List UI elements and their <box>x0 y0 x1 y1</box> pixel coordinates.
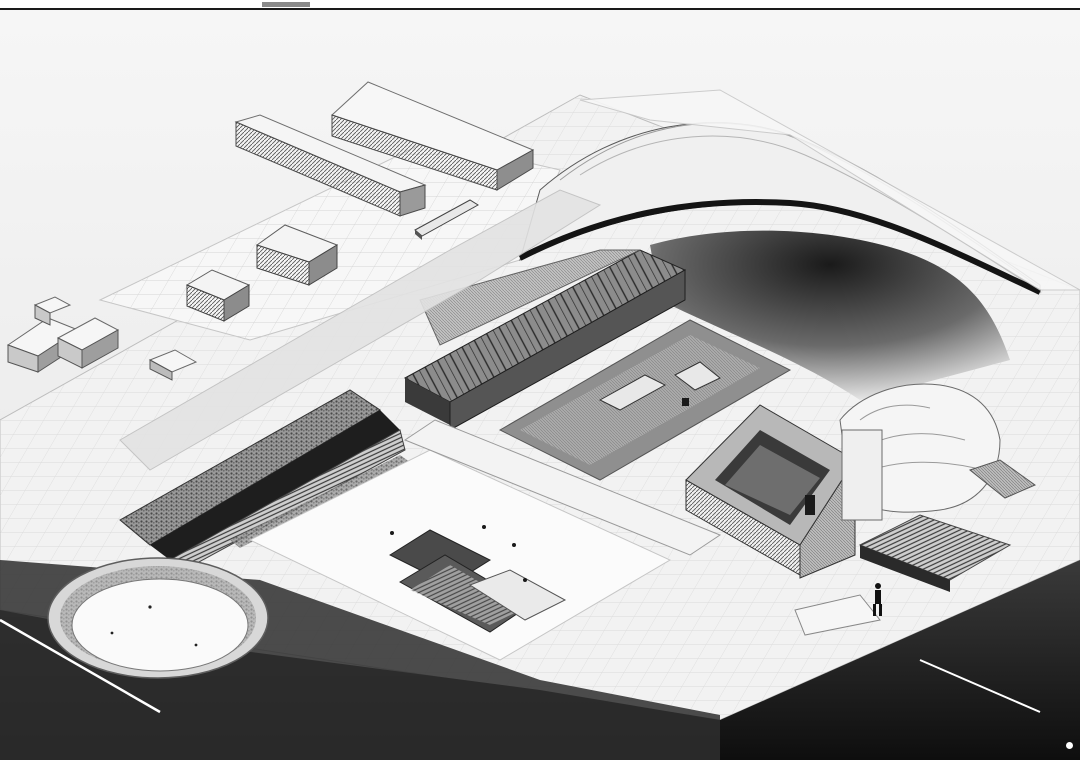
entrance-ramp <box>794 594 881 636</box>
access-road <box>119 189 602 471</box>
court-wall <box>403 419 722 556</box>
right-seating <box>858 459 1037 592</box>
human-figure <box>873 583 882 616</box>
covered-plaza-shadow <box>650 230 1010 400</box>
small-block-3 <box>33 296 72 326</box>
corner-dot <box>1066 742 1073 749</box>
cube-building-1 <box>255 224 339 286</box>
bar-building-2 <box>331 81 535 191</box>
organic-pavilion <box>839 383 1001 521</box>
small-block-4 <box>148 349 198 381</box>
top-border-line <box>0 8 1080 10</box>
curved-roof-canopy <box>518 89 1080 295</box>
top-edge-mark <box>262 2 310 7</box>
ribbed-hall <box>403 249 687 431</box>
edge-highlight-left <box>0 618 161 714</box>
edge-highlight-right <box>919 659 1041 713</box>
grandstand <box>119 389 410 576</box>
bar-building-1 <box>234 114 427 217</box>
amphitheater-block <box>685 404 856 579</box>
plaza-benches <box>598 361 721 411</box>
small-slab <box>414 199 479 240</box>
circular-arena <box>47 557 269 679</box>
small-block-2 <box>56 317 120 369</box>
cube-building-2 <box>185 269 251 322</box>
sunken-seating <box>388 525 567 633</box>
